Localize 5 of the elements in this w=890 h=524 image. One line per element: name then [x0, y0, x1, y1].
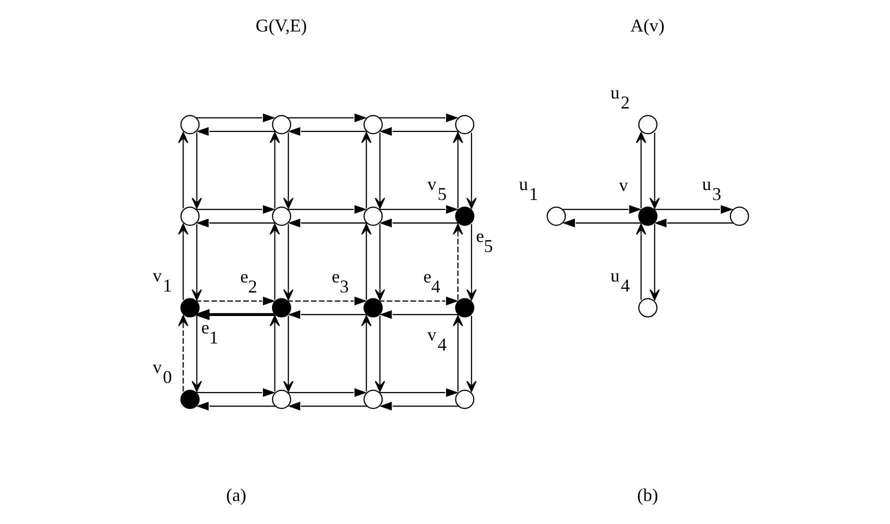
node-label: v	[618, 175, 628, 196]
label: G(V,E)	[255, 16, 306, 36]
label: (b)	[636, 484, 658, 505]
label: A(v)	[630, 16, 664, 36]
label: (a)	[226, 484, 246, 505]
